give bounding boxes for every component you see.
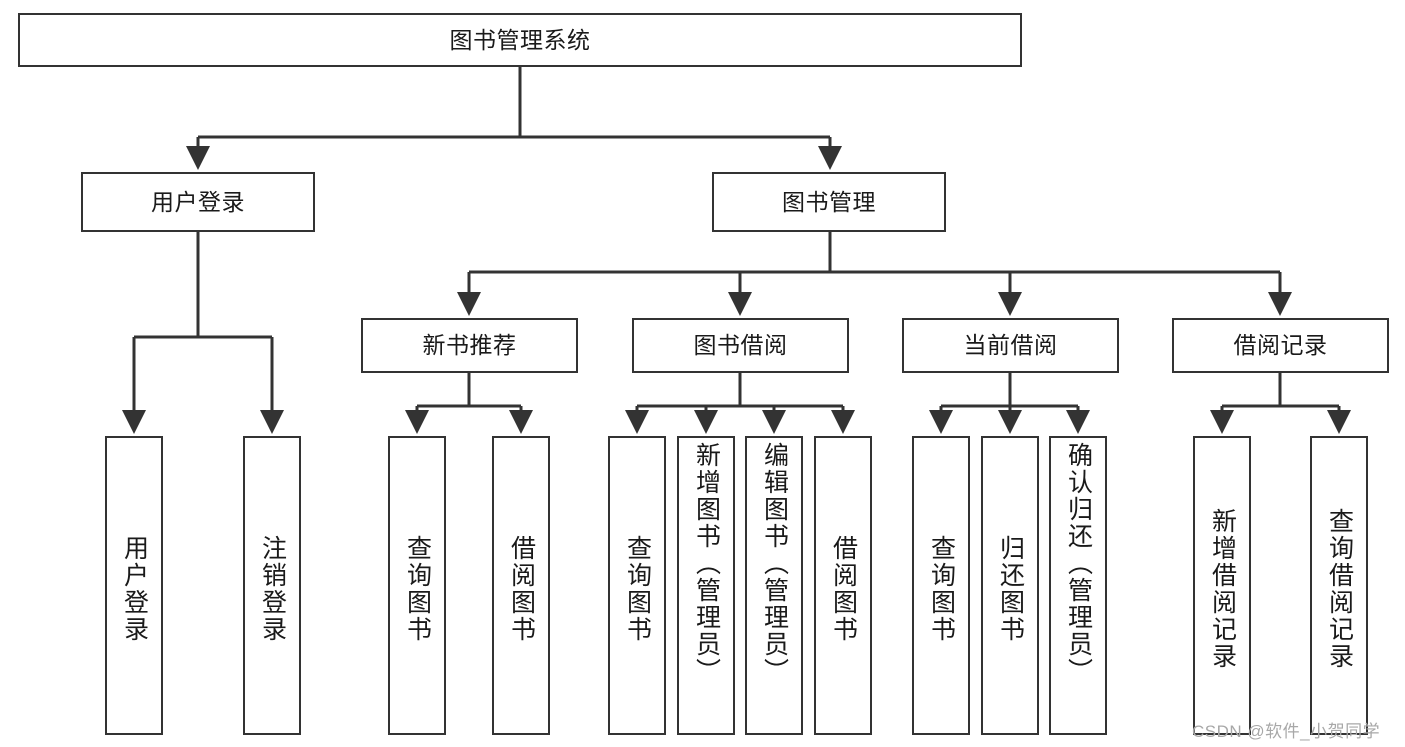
leaf-logout-label: 注销登录: [258, 534, 287, 643]
leaf-query-record[interactable]: 查询借阅记录: [1310, 436, 1368, 735]
leaf-query-book-2-label: 查询图书: [623, 534, 652, 643]
leaf-add-record[interactable]: 新增借阅记录: [1193, 436, 1251, 735]
leaf-return-book[interactable]: 归还图书: [981, 436, 1039, 735]
leaf-query-book-3-label: 查询图书: [927, 534, 956, 643]
node-user-login-label: 用户登录: [151, 188, 245, 215]
node-borrow-record[interactable]: 借阅记录: [1172, 318, 1389, 373]
leaf-borrow-book-2[interactable]: 借阅图书: [814, 436, 872, 735]
leaf-query-book-1-label: 查询图书: [403, 534, 432, 643]
node-new-book-recommend[interactable]: 新书推荐: [361, 318, 578, 373]
leaf-edit-book-label: 编辑图书（管理员）: [760, 442, 789, 685]
leaf-logout[interactable]: 注销登录: [243, 436, 301, 735]
node-borrow-record-label: 借阅记录: [1233, 332, 1328, 359]
node-root-label: 图书管理系统: [449, 26, 591, 53]
node-current-borrow-label: 当前借阅: [963, 332, 1058, 359]
node-book-manage-label: 图书管理: [782, 188, 876, 215]
node-book-borrow-label: 图书借阅: [693, 332, 788, 359]
leaf-borrow-book-2-label: 借阅图书: [829, 534, 858, 643]
leaf-add-book[interactable]: 新增图书（管理员）: [677, 436, 735, 735]
leaf-query-book-2[interactable]: 查询图书: [608, 436, 666, 735]
node-book-borrow[interactable]: 图书借阅: [632, 318, 849, 373]
leaf-user-login[interactable]: 用户登录: [105, 436, 163, 735]
leaf-user-login-label: 用户登录: [120, 534, 149, 643]
leaf-query-book-1[interactable]: 查询图书: [388, 436, 446, 735]
node-new-book-recommend-label: 新书推荐: [422, 332, 517, 359]
leaf-borrow-book-1-label: 借阅图书: [507, 534, 536, 643]
leaf-return-book-label: 归还图书: [996, 534, 1025, 643]
node-book-manage[interactable]: 图书管理: [712, 172, 946, 232]
leaf-edit-book[interactable]: 编辑图书（管理员）: [745, 436, 803, 735]
leaf-confirm-return-label: 确认归还（管理员）: [1064, 442, 1093, 685]
leaf-query-book-3[interactable]: 查询图书: [912, 436, 970, 735]
leaf-borrow-book-1[interactable]: 借阅图书: [492, 436, 550, 735]
node-user-login[interactable]: 用户登录: [81, 172, 315, 232]
node-current-borrow[interactable]: 当前借阅: [902, 318, 1119, 373]
leaf-query-record-label: 查询借阅记录: [1325, 507, 1354, 670]
leaf-add-record-label: 新增借阅记录: [1208, 507, 1237, 670]
leaf-add-book-label: 新增图书（管理员）: [692, 442, 721, 685]
leaf-confirm-return[interactable]: 确认归还（管理员）: [1049, 436, 1107, 735]
csdn-watermark: CSDN @软件_小贺同学: [1192, 722, 1381, 741]
node-root[interactable]: 图书管理系统: [18, 13, 1022, 67]
